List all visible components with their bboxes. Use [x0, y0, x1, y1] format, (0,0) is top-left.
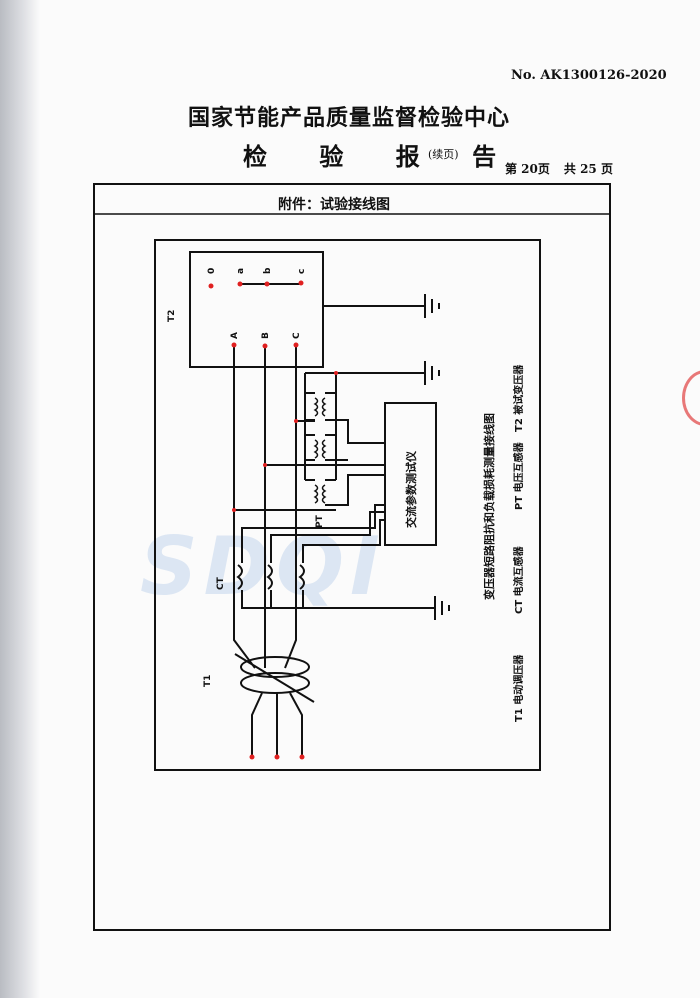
ct-label: CT: [216, 576, 226, 590]
terminal-c: c: [297, 269, 307, 274]
page-info: 第 20页共 25 页: [505, 160, 627, 177]
pt-coils-icon: [313, 397, 327, 504]
attachment-title: 附件：试验接线图: [278, 197, 390, 213]
page-total: 共 25 页: [563, 162, 613, 176]
organization-name: 国家节能产品质量监督检验中心: [188, 106, 511, 131]
t2-transformer-box: [189, 251, 324, 368]
legend-t2: T2 被试变压器: [512, 364, 525, 432]
t1-regulator-icon: [234, 653, 315, 703]
legend-ct: CT 电流互感器: [512, 545, 525, 614]
pt-label: PT: [315, 514, 325, 528]
t1-label: T1: [203, 675, 213, 687]
ground-icon: [424, 294, 440, 318]
terminal-0: 0: [207, 268, 217, 274]
diagram-caption: 变压器短路阻抗和负载损耗测量接线图: [482, 413, 496, 600]
legend-pt: PT 电压互感器: [512, 441, 525, 510]
outer-frame: [93, 183, 611, 931]
terminal-A: A: [230, 332, 240, 339]
terminal-B: B: [261, 332, 271, 339]
ct-coils-icon: [236, 564, 305, 590]
document-number: No. AK1300126-2020: [511, 68, 667, 83]
instrument-box: [384, 402, 437, 546]
diagram-frame: [154, 239, 541, 771]
ground-icon: [424, 361, 440, 385]
binding-edge: [0, 0, 40, 998]
terminal-C: C: [292, 332, 302, 339]
instrument-label: 交流参数测试仪: [404, 450, 418, 528]
ground-icon: [434, 596, 450, 620]
terminal-a: a: [236, 268, 246, 274]
terminal-dots: [208, 280, 338, 760]
continued-label: (续页): [428, 148, 459, 161]
terminal-b: b: [263, 267, 273, 274]
legend-t1: T1 电动调压器: [512, 654, 525, 722]
page-current: 第 20页: [505, 162, 550, 176]
t2-label: T2: [167, 310, 177, 322]
report-title: 检 验 报 告: [243, 143, 519, 171]
